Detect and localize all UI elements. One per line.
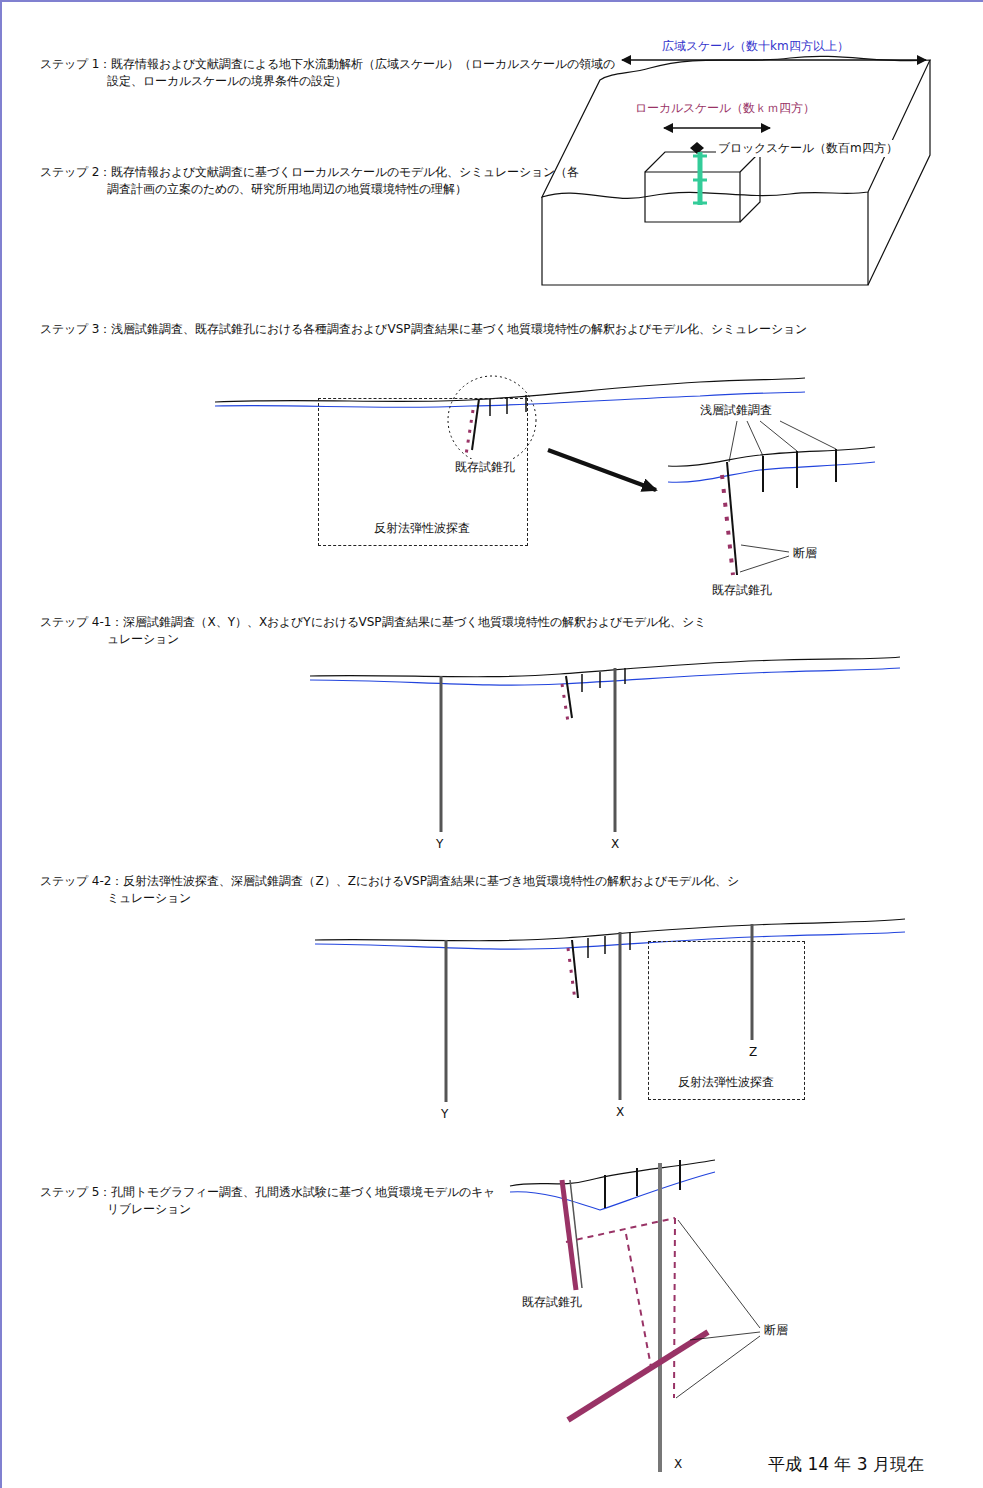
borehole-label: 既存試錐孔 [453,459,517,476]
fault-label: 断層 [764,1322,788,1339]
area-label: 反射法弾性波探査 [675,1075,777,1091]
area-label: 反射法弾性波探査 [371,521,473,537]
borehole-id: X [611,836,619,853]
scale-label: 広域スケール（数十km四方以上） [662,38,849,55]
step-text: ステップ 5：孔間トモグラフィー調査、孔間透水試験に基づく地質環境モデルのキャリ… [40,1184,507,1219]
borehole-label: 既存試錐孔 [520,1294,584,1311]
survey-area: 反射法弾性波探査 [318,398,528,546]
step-text: ステップ 2：既存情報および文献調査に基づくローカルスケールのモデル化、シミュレ… [40,164,587,199]
step-text: ステップ 4-2：反射法弾性波探査、深層試錐調査（Z）、ZにおけるVSP調査結果… [40,873,747,908]
borehole-id: X [616,1104,624,1121]
borehole-label: 既存試錐孔 [712,582,772,599]
scale-label: ブロックスケール（数百m四方） [716,140,900,157]
scale-label: ローカルスケール（数ｋｍ四方） [633,100,817,117]
step-text: ステップ 4-1：深層試錐調査（X、Y）、XおよびYにおけるVSP調査結果に基づ… [40,614,707,649]
fault-label: 断層 [793,545,817,562]
borehole-label: 浅層試錐調査 [700,402,772,419]
step-text: ステップ 3：浅層試錐調査、既存試錐孔における各種調査およびVSP調査結果に基づ… [40,321,887,338]
borehole-id: X [674,1456,682,1473]
survey-area: 反射法弾性波探査 [648,941,805,1100]
step-text: ステップ 1：既存情報および文献調査による地下水流動解析（広域スケール）（ローカ… [40,56,627,91]
borehole-id: Y [436,836,443,853]
borehole-id: Z [747,1044,759,1061]
date-note: 平成 14 年 3 月現在 [768,1452,924,1477]
borehole-id: Y [441,1106,448,1123]
